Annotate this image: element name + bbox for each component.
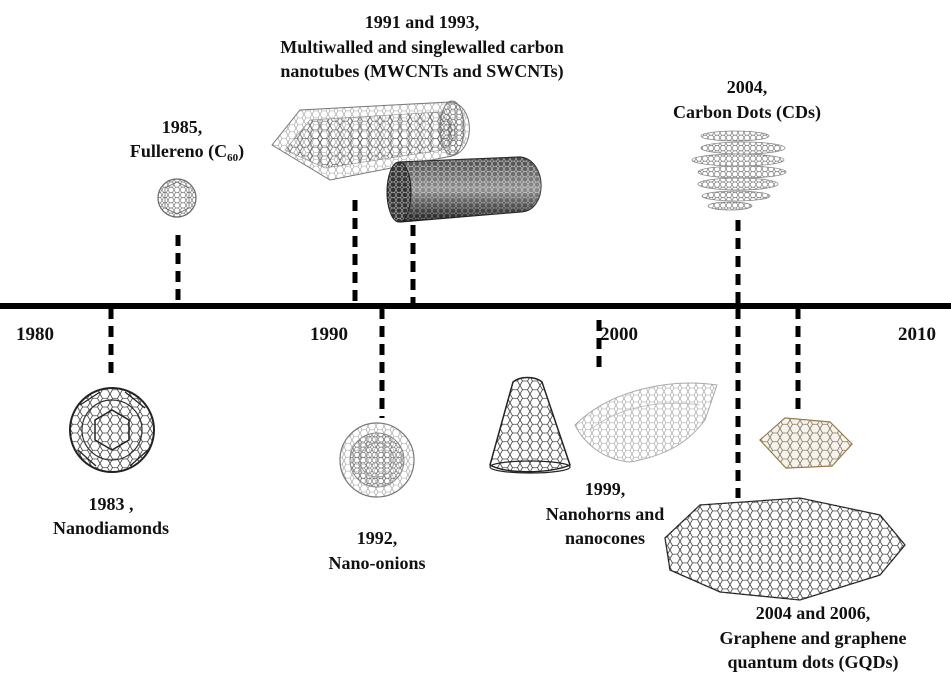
graphene-icon: [665, 498, 905, 600]
nanodiamonds-year: 1983 ,: [89, 494, 134, 514]
nanotubes-year: 1991 and 1993,: [365, 12, 480, 32]
carbon-dots-name: Carbon Dots (CDs): [673, 102, 821, 123]
nanodiamonds-name: Nanodiamonds: [53, 518, 169, 538]
nanohorns-year: 1999,: [585, 479, 626, 499]
nanohorns-line1: Nanohorns and: [546, 504, 665, 524]
nano-onion-icon: [340, 423, 414, 497]
nano-onions-year: 1992,: [357, 528, 398, 548]
nanotubes-line2: nanotubes (MWCNTs and SWCNTs): [280, 61, 563, 82]
tick-label-1990: 1990: [310, 324, 348, 345]
nanotubes-line1: Multiwalled and singlewalled carbon: [280, 37, 564, 57]
graphene-line2: quantum dots (GQDs): [727, 652, 898, 673]
nanodiamond-icon: [70, 388, 154, 472]
graphene-line1: Graphene and graphene: [719, 628, 906, 648]
graphene-year: 2004 and 2006,: [756, 603, 871, 623]
tick-label-2000: 2000: [600, 324, 638, 345]
nanohorn-icon: [490, 378, 570, 474]
nano-onions-name: Nano-onions: [328, 553, 425, 573]
carbon-dots-year: 2004,: [727, 77, 768, 97]
nanohorns-line2: nanocones: [565, 528, 645, 548]
fullerene-icon: [158, 179, 196, 217]
gqd-icon: [760, 418, 852, 468]
swcnt-icon: [387, 157, 541, 222]
carbon-dots-icon: [692, 131, 786, 210]
nanocone-icon: [575, 383, 717, 462]
tick-label-1980: 1980: [16, 324, 54, 345]
tick-label-2010: 2010: [898, 324, 936, 345]
fullerene-name: Fullereno (C60): [130, 141, 244, 164]
fullerene-year: 1985,: [162, 117, 203, 137]
